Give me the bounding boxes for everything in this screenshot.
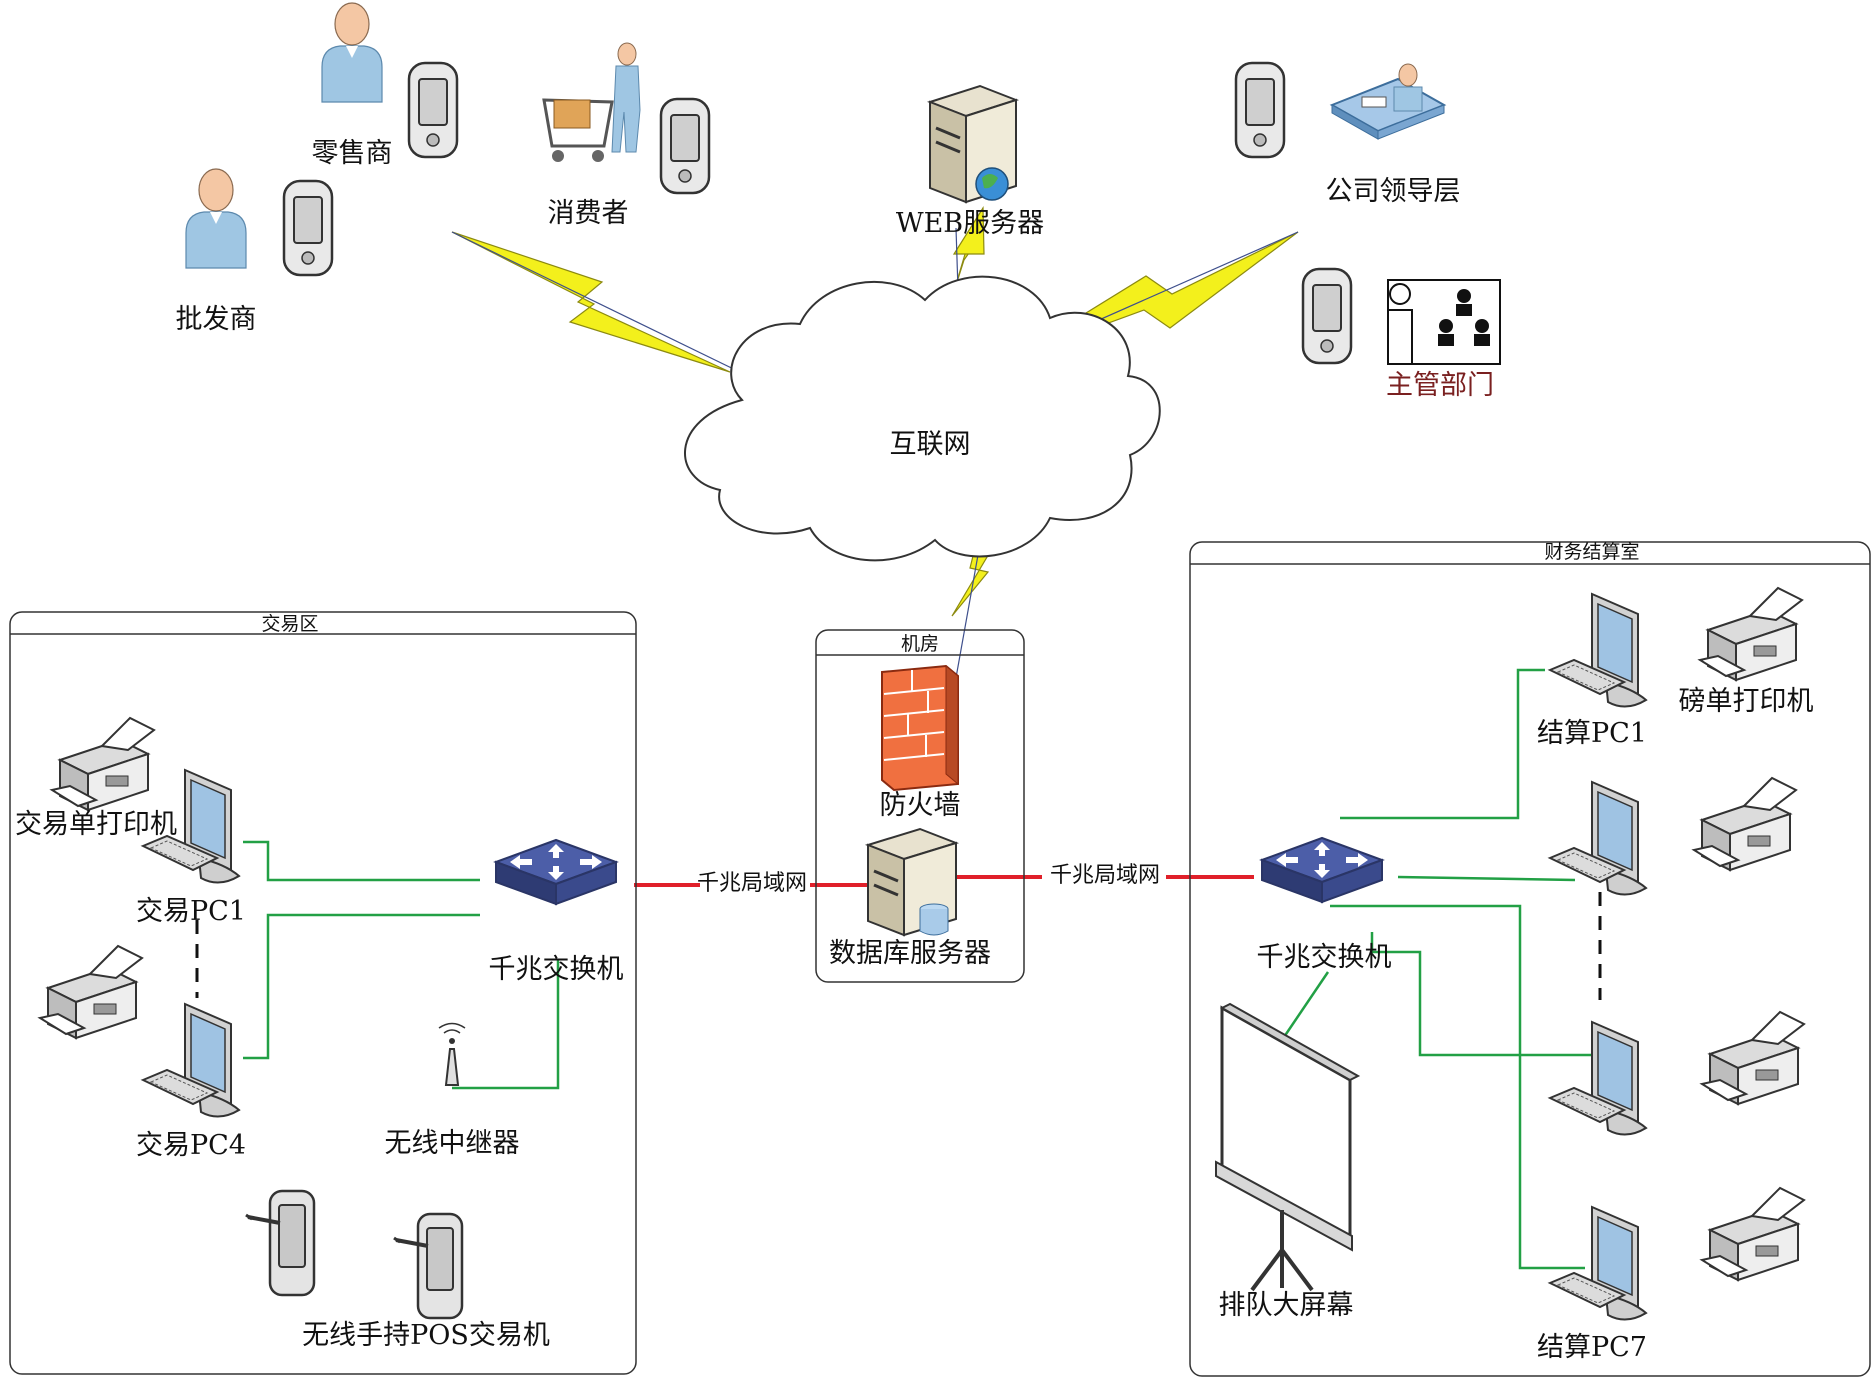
wholesaler-phone-icon (282, 179, 334, 277)
retailer-label: 零售商 (312, 138, 393, 169)
link-repeater-switch (452, 960, 560, 1090)
wireless-repeater-icon (438, 1022, 466, 1086)
trading-printer-label: 交易单打印机 (15, 809, 177, 840)
settle-pc1-icon (1549, 593, 1647, 708)
retailer-person-icon (321, 2, 383, 103)
settle-pc7-icon (1549, 1206, 1647, 1321)
office-desk-icon (1329, 63, 1447, 140)
trading-pc4-icon (142, 1003, 240, 1118)
queue-screen-label: 排队大屏幕 (1219, 1290, 1354, 1321)
settle-pc2-icon (1549, 781, 1647, 896)
finance-switch-icon[interactable] (1261, 837, 1383, 903)
lan-left-label: 千兆局域网 (697, 871, 807, 896)
web-server-label: WEB服务器 (896, 208, 1044, 239)
leadership-phone-icon (1234, 61, 1286, 159)
finance-zone-title: 财务结算室 (1544, 541, 1639, 563)
green-links (243, 668, 1595, 1270)
weighbill-printer-icon (1699, 587, 1803, 681)
trading-printer-icon (51, 717, 155, 811)
finance-switch-label: 千兆交换机 (1257, 942, 1392, 973)
finance-printer4-icon (1701, 1187, 1805, 1281)
link-switch-pc2 (1397, 875, 1576, 882)
settle-pc7-label: 结算PC7 (1537, 1332, 1647, 1363)
retailer-phone-icon (407, 61, 459, 159)
link-switch-screen (1280, 971, 1330, 1041)
trading-zone: 交易区 (9, 611, 637, 1375)
web-server-icon (927, 84, 1019, 204)
consumer-label: 消费者 (548, 198, 629, 229)
cloud-icon (684, 275, 1161, 562)
settle-pc6-icon (1549, 1021, 1647, 1136)
pos-label: 无线手持POS交易机 (302, 1320, 550, 1351)
wholesaler-label: 批发商 (176, 304, 257, 335)
trading-switch-label: 千兆交换机 (489, 954, 624, 985)
lan-right-label: 千兆局域网 (1050, 863, 1160, 888)
red-links (634, 875, 1254, 887)
dashed-continuation (195, 892, 1602, 1000)
machine-room-title: 机房 (901, 633, 939, 655)
company-leadership-label: 公司领导层 (1326, 176, 1461, 207)
db-server-label: 数据库服务器 (829, 938, 991, 969)
authority-phone-icon (1301, 267, 1353, 365)
finance-printer3-icon (1701, 1011, 1805, 1105)
department-org-icon (1387, 279, 1501, 365)
shopping-cart-icon (542, 42, 641, 162)
firewall-icon (881, 664, 959, 792)
trading-switch-icon[interactable] (495, 839, 617, 905)
trading-pc4-label: 交易PC4 (136, 1130, 246, 1161)
consumer-phone-icon (659, 97, 711, 195)
link-switch-settlepc1 (1340, 668, 1545, 820)
database-server-icon (864, 827, 960, 937)
link-switch-pc-mid (1330, 904, 1585, 1270)
firewall-label: 防火墙 (880, 790, 961, 821)
authority-label: 主管部门 (1386, 370, 1494, 401)
link-switch-pc6 (1372, 950, 1595, 1057)
pos-terminal-1-icon (244, 1189, 316, 1297)
link-pc4-switch (243, 913, 480, 1060)
trading-pc1-label: 交易PC1 (136, 896, 246, 927)
finance-zone: 财务结算室 (1189, 541, 1871, 1377)
projection-screen-icon (1215, 1002, 1361, 1292)
settle-pc1-label: 结算PC1 (1537, 718, 1647, 749)
pos-terminal-2-icon (392, 1212, 464, 1320)
repeater-label: 无线中继器 (385, 1128, 520, 1159)
internet-label: 互联网 (890, 429, 971, 460)
trading-zone-title: 交易区 (261, 613, 318, 635)
finance-printer2-icon (1693, 777, 1797, 871)
wholesaler-person-icon (185, 168, 247, 269)
machine-room-zone: 机房 (815, 629, 1025, 983)
weighbill-printer-label: 磅单打印机 (1679, 686, 1814, 717)
trading-printer2-icon (39, 945, 143, 1039)
link-pc1-switch (243, 840, 480, 882)
